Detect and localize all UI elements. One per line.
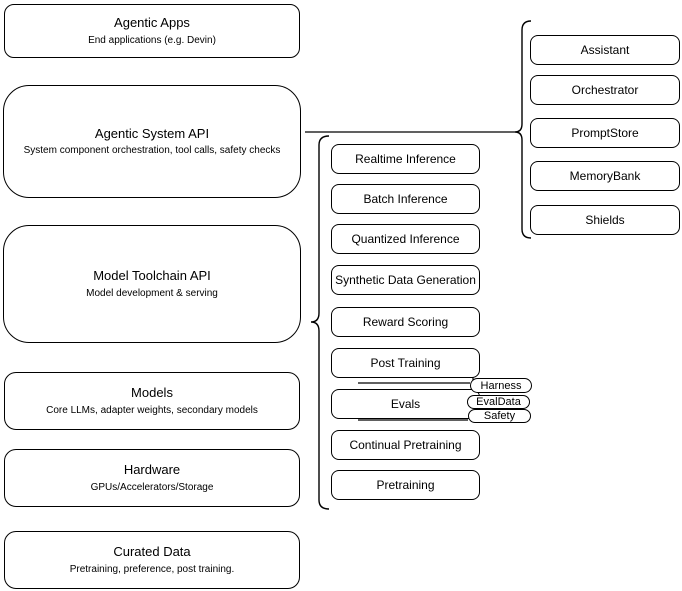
node-title: Agentic System API	[94, 125, 210, 141]
brace-system-components-group	[514, 20, 532, 239]
toolchain-item-evals: Evals	[331, 389, 480, 419]
node-model-toolchain-api: Model Toolchain API Model development & …	[3, 225, 301, 343]
toolchain-item-realtime-inference: Realtime Inference	[331, 144, 480, 174]
node-curated-data: Curated Data Pretraining, preference, po…	[4, 531, 300, 589]
node-title: Models	[131, 385, 173, 401]
node-subtitle: GPUs/Accelerators/Storage	[90, 481, 214, 493]
eval-tag-safety: Safety	[468, 409, 531, 423]
toolchain-item-label: Quantized Inference	[351, 232, 460, 246]
component-label: MemoryBank	[569, 169, 641, 183]
node-title: Agentic Apps	[114, 15, 190, 31]
toolchain-item-label: Reward Scoring	[362, 315, 449, 329]
eval-tag-harness: Harness	[470, 378, 532, 393]
toolchain-item-post-training: Post Training	[331, 348, 480, 378]
component-shields: Shields	[530, 205, 680, 235]
component-memorybank: MemoryBank	[530, 161, 680, 191]
eval-tag-evaldata: EvalData	[467, 395, 530, 409]
component-label: Orchestrator	[571, 83, 639, 97]
brace-toolchain-group	[310, 135, 330, 510]
node-subtitle: Pretraining, preference, post training.	[69, 563, 235, 575]
eval-tag-label: Safety	[483, 410, 516, 422]
node-models: Models Core LLMs, adapter weights, secon…	[4, 372, 300, 430]
component-label: PromptStore	[571, 126, 639, 140]
eval-tag-label: EvalData	[476, 396, 521, 408]
node-subtitle: Model development & serving	[86, 287, 218, 299]
component-promptstore: PromptStore	[530, 118, 680, 148]
node-title: Model Toolchain API	[93, 268, 211, 284]
toolchain-item-pretraining: Pretraining	[331, 470, 480, 500]
toolchain-item-reward-scoring: Reward Scoring	[331, 307, 480, 337]
node-subtitle: System component orchestration, tool cal…	[23, 145, 281, 157]
node-hardware: Hardware GPUs/Accelerators/Storage	[4, 449, 300, 507]
node-subtitle: End applications (e.g. Devin)	[88, 34, 216, 46]
component-label: Assistant	[580, 43, 630, 57]
node-agentic-apps: Agentic Apps End applications (e.g. Devi…	[4, 4, 300, 58]
toolchain-item-label: Pretraining	[376, 478, 435, 492]
component-assistant: Assistant	[530, 35, 680, 65]
toolchain-item-label: Post Training	[370, 356, 441, 370]
toolchain-item-continual-pretraining: Continual Pretraining	[331, 430, 480, 460]
toolchain-item-label: Continual Pretraining	[349, 438, 462, 452]
toolchain-item-label: Synthetic Data Generation	[335, 273, 476, 287]
component-orchestrator: Orchestrator	[530, 75, 680, 105]
node-agentic-system-api: Agentic System API System component orch…	[3, 85, 301, 198]
node-subtitle: Core LLMs, adapter weights, secondary mo…	[46, 404, 258, 416]
toolchain-item-label: Batch Inference	[363, 192, 448, 206]
node-title: Hardware	[123, 462, 181, 478]
toolchain-item-quantized-inference: Quantized Inference	[331, 224, 480, 254]
eval-tag-label: Harness	[480, 379, 522, 392]
component-label: Shields	[585, 213, 625, 227]
toolchain-item-synthetic-data-generation: Synthetic Data Generation	[331, 265, 480, 295]
toolchain-item-batch-inference: Batch Inference	[331, 184, 480, 214]
toolchain-item-label: Realtime Inference	[355, 152, 456, 166]
node-title: Curated Data	[113, 544, 191, 560]
toolchain-item-label: Evals	[390, 397, 421, 411]
